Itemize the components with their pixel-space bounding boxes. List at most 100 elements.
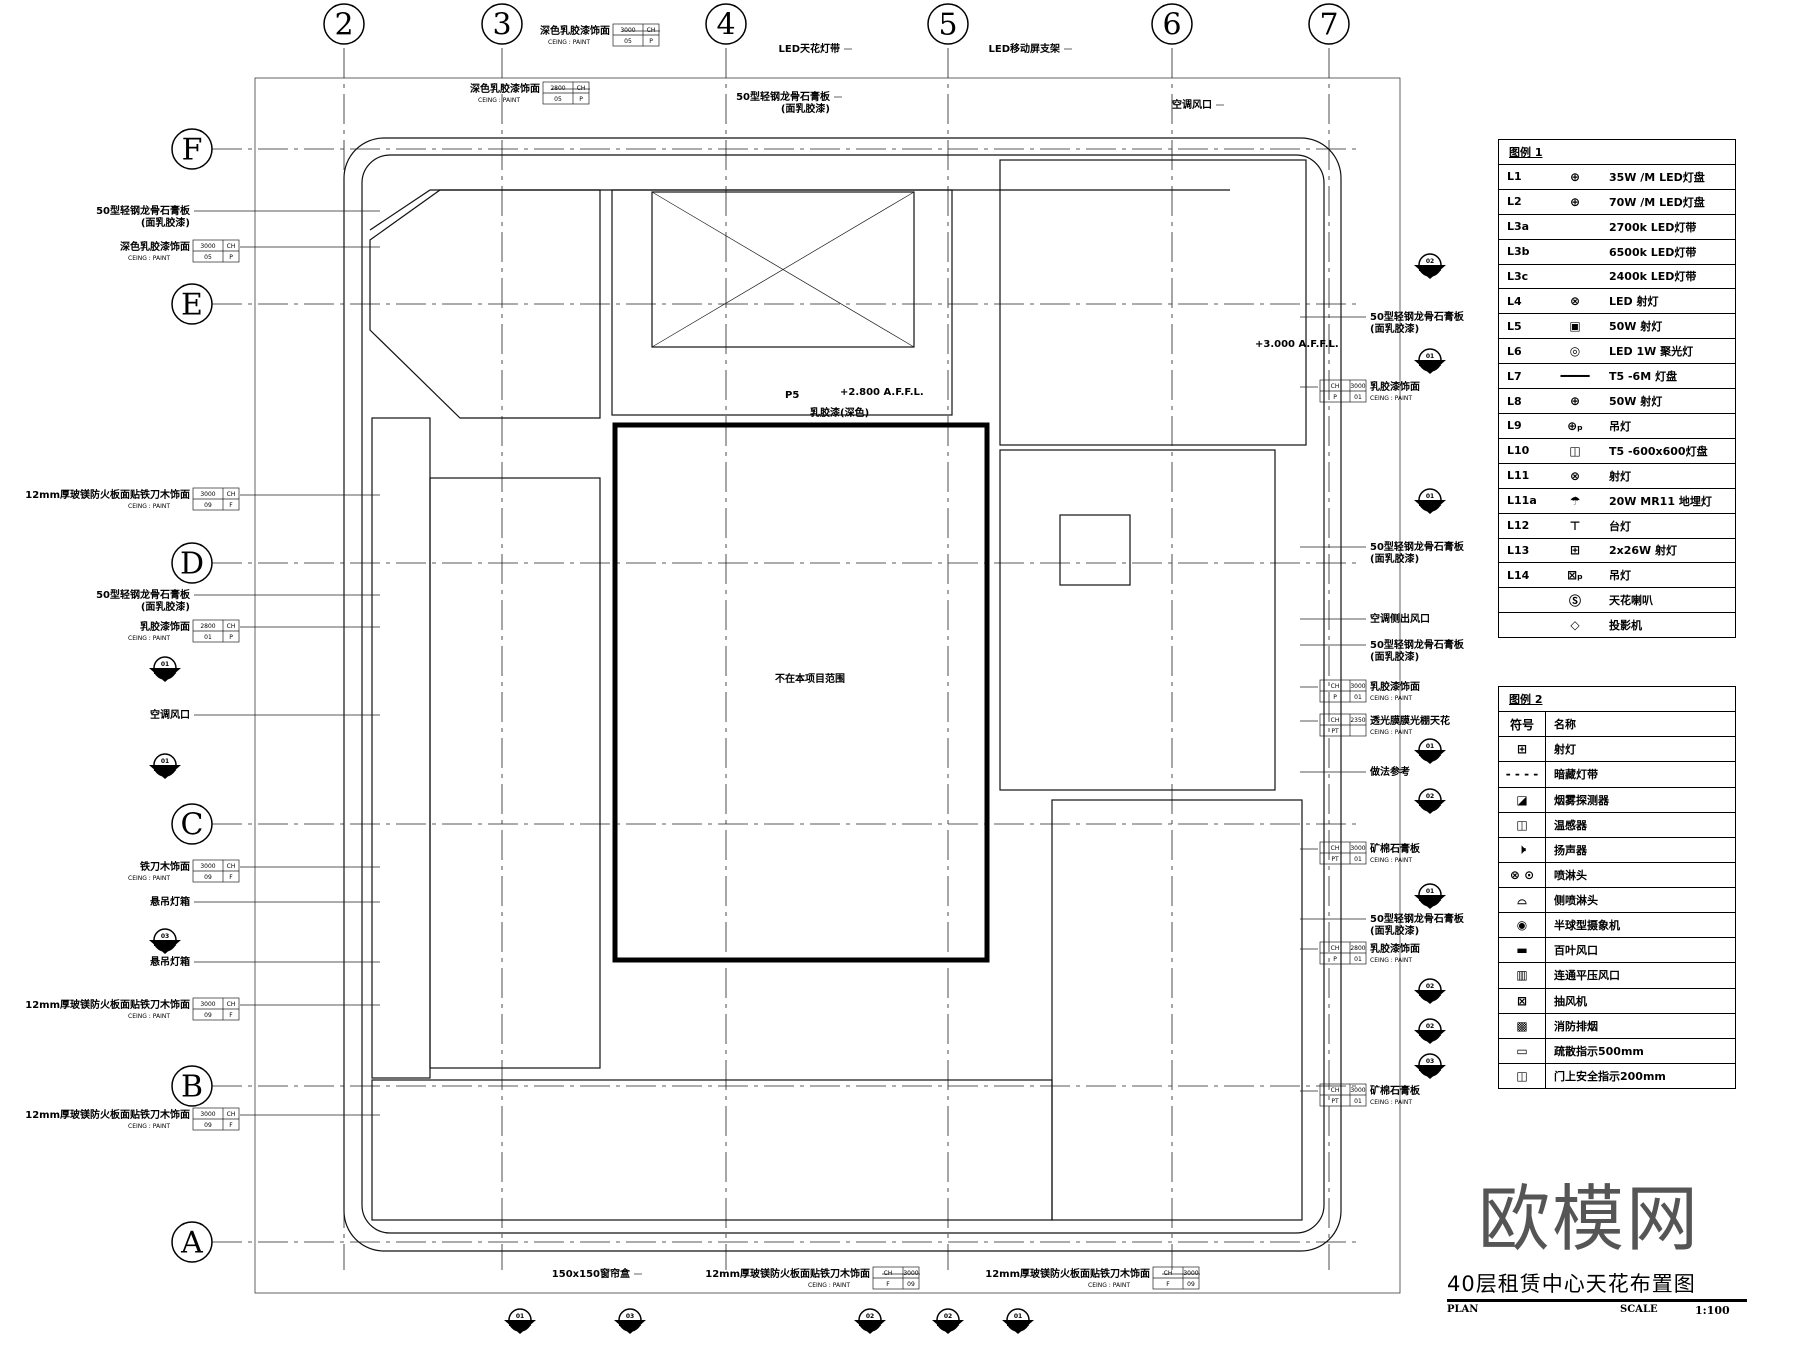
finish-code: F <box>229 502 233 509</box>
legend-name: 吊灯 <box>1609 569 1631 583</box>
column-bubble <box>481 3 523 45</box>
legend-2-item: ⊠ 抽风机 <box>1499 987 1735 1013</box>
watermark-logo: 欧模网 <box>1478 1177 1701 1261</box>
dome-camera-icon: ◉ <box>1499 913 1546 938</box>
legend-2-item: ▥连通平压风口 <box>1499 962 1735 988</box>
finish-code: CH <box>577 85 586 92</box>
legend-1-title: 图例 1 <box>1509 145 1543 159</box>
label-text: LED天花灯带 <box>778 42 840 55</box>
smoke-detector-icon: ◪ <box>1499 787 1546 812</box>
crosshair-bold-icon: ⊕ <box>1569 194 1581 209</box>
annotation-label: 空调风口 <box>1172 98 1224 111</box>
legend-2-item: ▩消防排烟 <box>1499 1012 1735 1038</box>
paint-dark-label: 乳胶漆(深色) <box>810 406 869 419</box>
legend-name: 投影机 <box>1609 619 1642 633</box>
circle-x-icon: ⊗ <box>1569 468 1581 483</box>
finish-code: 05 <box>204 254 212 261</box>
section-ref: BS-02.1 <box>858 1321 882 1328</box>
building-outline <box>343 137 1342 1252</box>
finish-code: CH <box>227 863 236 870</box>
label-text: 铁刀木饰面 <box>140 860 190 873</box>
section-number: 02 <box>866 1313 874 1320</box>
crosshair-circle-icon: ⊕ <box>1569 394 1581 409</box>
column-bubble <box>705 3 747 45</box>
label-text: 50型轻钢龙骨石膏板 <box>736 90 831 103</box>
label-subtext: CEING : PAINT <box>128 635 170 642</box>
label-text-2: (面乳胶漆) <box>141 600 190 613</box>
label-text: 做法参考 <box>1369 765 1410 778</box>
row-bubble <box>171 128 213 170</box>
annotation-label: 50型轻钢龙骨石膏板(面乳胶漆) <box>1300 310 1465 335</box>
section-number: 01 <box>516 1313 524 1320</box>
finish-code: P <box>1333 394 1337 401</box>
finish-code: 09 <box>204 502 212 509</box>
evacuation-sign-icon: ▭ <box>1499 1038 1546 1063</box>
legend-name: 抽风机 <box>1554 994 1587 1008</box>
pressure-vent-icon: ▥ <box>1499 963 1546 988</box>
legend-1-item: L4⊗LED 射灯 <box>1499 288 1735 313</box>
section-ref: BS-02.1 <box>153 941 177 948</box>
column-bubble <box>1308 3 1350 45</box>
grid-ceiling-se <box>1051 799 1303 1221</box>
annotation-label: 50型轻钢龙骨石膏板(面乳胶漆) <box>96 588 380 613</box>
finish-code: F <box>229 874 233 881</box>
plan-label: PLAN <box>1447 1304 1479 1315</box>
finish-code: 01 <box>1354 694 1362 701</box>
legend-1-item: L1⊕35W /M LED灯盘 <box>1499 163 1735 189</box>
finish-code: CH <box>1331 945 1340 952</box>
section-ref: BS-02.1 <box>1418 896 1442 903</box>
section-number: 03 <box>626 1313 634 1320</box>
label-text: 空调风口 <box>150 708 190 721</box>
legend-2-header: 符号名称 <box>1499 711 1735 737</box>
section-number: 02 <box>944 1313 952 1320</box>
umbrella-icon: ☂ <box>1569 493 1581 508</box>
legend-code: L13 <box>1507 543 1530 557</box>
row-label: C <box>181 808 204 843</box>
section-number: 03 <box>161 933 169 940</box>
section-ref: BS-02.1 <box>1418 751 1442 758</box>
exhaust-fan-icon: ⊠ <box>1499 988 1546 1013</box>
finish-code: P <box>649 38 653 45</box>
finish-code: 01 <box>1354 956 1362 963</box>
finish-code: 09 <box>1187 1281 1195 1288</box>
label-text: 乳胶漆饰面 <box>140 620 190 633</box>
finish-code: 3000 <box>200 1111 215 1118</box>
header-name: 名称 <box>1554 718 1576 732</box>
label-subtext: CEING : PAINT <box>128 503 170 510</box>
finish-code: CH <box>1331 1087 1340 1094</box>
legend-code: L14 <box>1507 568 1530 582</box>
finish-code: F <box>886 1281 890 1288</box>
crosshair-circle-icon: ⊕ <box>1569 169 1581 184</box>
row-bubble <box>171 1065 213 1107</box>
legend-2-item: ◉半球型摄象机 <box>1499 912 1735 938</box>
legend-name: 2400k LED灯带 <box>1609 270 1697 284</box>
finish-code: CH <box>227 1111 236 1118</box>
legend-2-item: ◫门上安全指示200mm <box>1499 1062 1735 1088</box>
label-subtext: CEING : PAINT <box>1370 729 1412 736</box>
annotation-label: 50型轻钢龙骨石膏板(面乳胶漆) <box>1300 912 1465 937</box>
legend-1-item: L8⊕50W 射灯 <box>1499 388 1735 413</box>
legend-2-item: ▭疏散指示500mm <box>1499 1037 1735 1063</box>
finish-code: CH <box>227 243 236 250</box>
label-subtext: CEING : PAINT <box>1370 1099 1412 1106</box>
label-subtext: CEING : PAINT <box>128 1123 170 1130</box>
column-bubble <box>1151 3 1193 45</box>
legend-code: L1 <box>1507 170 1522 184</box>
drawing-title: 40层租赁中心天花布置图 <box>1447 1268 1747 1302</box>
finish-code: 3000 <box>1350 1087 1365 1094</box>
section-ref: BS-02.1 <box>936 1321 960 1328</box>
section-number: 01 <box>161 758 169 765</box>
label-text: 50型轻钢龙骨石膏板 <box>1370 912 1465 925</box>
label-text: LED移动屏支架 <box>988 42 1060 55</box>
section-number: 01 <box>1426 353 1434 360</box>
label-text: 50型轻钢龙骨石膏板 <box>96 588 191 601</box>
row-label: B <box>181 1070 203 1105</box>
section-number: 01 <box>1426 888 1434 895</box>
finish-code: F <box>1166 1281 1170 1288</box>
